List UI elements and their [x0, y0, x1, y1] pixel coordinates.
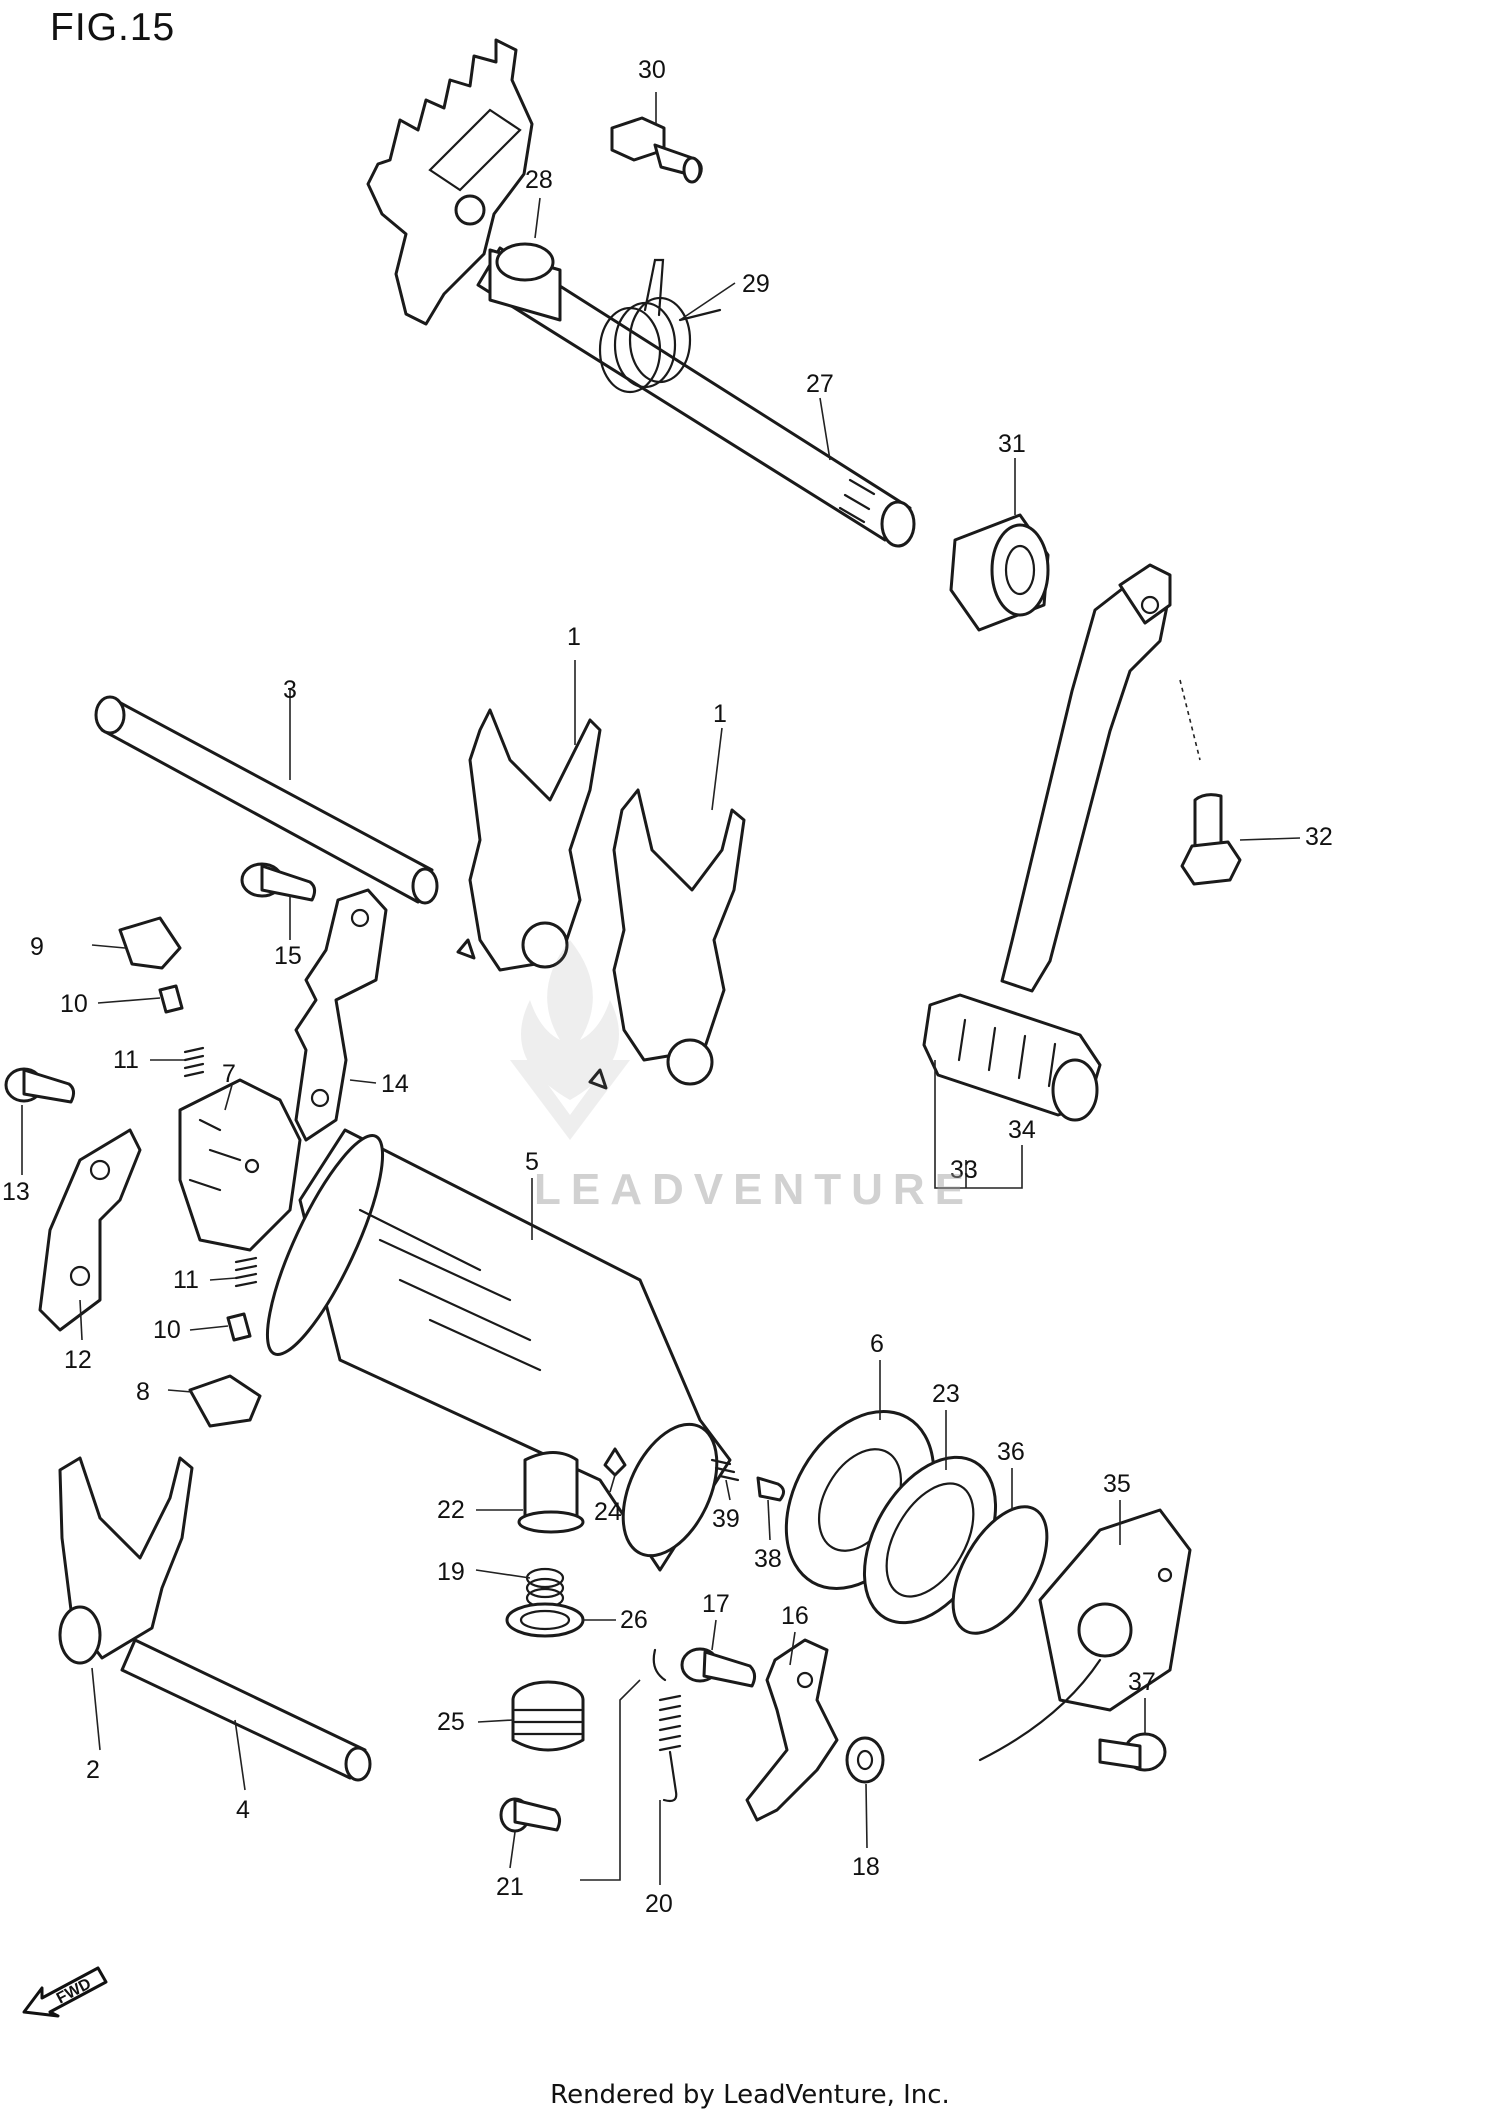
part-11-spring-lower[interactable]: [234, 1256, 258, 1288]
callout-15: 15: [274, 942, 302, 970]
part-4-fork-shaft[interactable]: [120, 1638, 372, 1782]
part-16-stopper-arm[interactable]: [745, 1638, 839, 1822]
callout-35: 35: [1103, 1470, 1131, 1498]
callout-24: 24: [594, 1498, 622, 1526]
part-9-cam-stopper[interactable]: [118, 916, 182, 970]
part-10-pin-lower[interactable]: [226, 1312, 252, 1342]
part-39-spring[interactable]: [710, 1458, 740, 1482]
callout-12: 12: [64, 1346, 92, 1374]
part-32-bolt[interactable]: [1180, 793, 1242, 886]
callout-22: 22: [437, 1496, 465, 1524]
callout-38: 38: [754, 1545, 782, 1573]
part-35-sensor[interactable]: [978, 1508, 1192, 1762]
callout-28: 28: [525, 166, 553, 194]
callout-29: 29: [742, 270, 770, 298]
callout-39: 39: [712, 1505, 740, 1533]
part-2-shift-fork-c[interactable]: [58, 1456, 194, 1665]
part-18-washer[interactable]: [845, 1736, 885, 1784]
callout-20: 20: [645, 1890, 673, 1918]
footer-credit: Rendered by LeadVenture, Inc.: [550, 2080, 950, 2110]
callout-3: 3: [283, 676, 297, 704]
part-13-bolt[interactable]: [4, 1067, 76, 1104]
callout-21: 21: [496, 1873, 524, 1901]
watermark-text: LEADVENTURE: [533, 1165, 975, 1214]
callout-14: 14: [381, 1070, 409, 1098]
part-21-bolt[interactable]: [499, 1797, 562, 1833]
callout-18: 18: [852, 1853, 880, 1881]
callout-labels: 30 28 29 27 31 32 1 1 3 15 14 9 10 11 7 …: [2, 56, 1333, 1918]
figure-title: FIG.15: [50, 6, 176, 49]
callout-6: 6: [870, 1330, 884, 1358]
callout-11-a: 11: [113, 1046, 139, 1074]
part-29-return-spring[interactable]: [598, 258, 722, 394]
part-8-cam-stopper[interactable]: [188, 1374, 262, 1428]
part-27-shift-shaft[interactable]: [476, 242, 916, 548]
fwd-arrow-icon: FWD: [22, 1966, 108, 2018]
part-19-spring[interactable]: [525, 1567, 565, 1609]
part-28-shift-arm[interactable]: [366, 38, 534, 326]
callout-30: 30: [638, 56, 666, 84]
callout-26: 26: [620, 1606, 648, 1634]
part-26-gasket[interactable]: [505, 1602, 585, 1638]
part-10-pin-upper[interactable]: [158, 984, 184, 1014]
part-3-fork-shaft[interactable]: [94, 695, 439, 905]
callout-31: 31: [998, 430, 1026, 458]
part-12-cam-plate[interactable]: [38, 1128, 142, 1332]
callout-13: 13: [2, 1178, 30, 1206]
callout-19: 19: [437, 1558, 465, 1586]
part-37-screw[interactable]: [1098, 1732, 1167, 1772]
part-11-spring-upper[interactable]: [183, 1046, 205, 1078]
leader-lines: [21, 92, 1301, 1885]
part-17-bolt[interactable]: [680, 1647, 757, 1688]
part-7-cam-driven-gear[interactable]: [178, 1078, 302, 1252]
callout-1-b: 1: [713, 700, 727, 728]
callout-37: 37: [1128, 1668, 1156, 1696]
callout-11-b: 11: [173, 1266, 199, 1294]
callout-34: 34: [1008, 1116, 1036, 1144]
part-15-bolt[interactable]: [240, 862, 317, 902]
callout-4: 4: [236, 1796, 250, 1824]
part-30-bolt[interactable]: [610, 116, 703, 184]
callout-23: 23: [932, 1380, 960, 1408]
callout-5: 5: [525, 1148, 539, 1176]
part-34-lever-rubber[interactable]: [922, 993, 1102, 1122]
callout-9: 9: [30, 933, 44, 961]
part-1-shift-fork-b[interactable]: [588, 788, 746, 1090]
part-33-shift-lever[interactable]: [1000, 563, 1172, 993]
part-24-pin[interactable]: [603, 1447, 627, 1477]
part-36-o-ring[interactable]: [934, 1491, 1066, 1648]
part-25-plug[interactable]: [511, 1680, 585, 1752]
callout-8: 8: [136, 1378, 150, 1406]
callout-36: 36: [997, 1438, 1025, 1466]
part-38-pin[interactable]: [756, 1476, 785, 1502]
part-1-shift-fork-a[interactable]: [456, 708, 602, 972]
part-14-stopper-plate[interactable]: [294, 888, 388, 1142]
callout-10-a: 10: [60, 990, 88, 1018]
leadventure-watermark-logo: [510, 940, 630, 1140]
callout-27: 27: [806, 370, 834, 398]
callout-17: 17: [702, 1590, 730, 1618]
part-22-neutral-switch[interactable]: [517, 1451, 585, 1534]
part-31-oil-seal[interactable]: [949, 513, 1050, 632]
callout-7: 7: [222, 1060, 236, 1088]
part-20-spring[interactable]: [652, 1648, 682, 1803]
callout-33: 33: [950, 1156, 978, 1184]
callout-1-a: 1: [567, 623, 581, 651]
callout-32: 32: [1305, 823, 1333, 851]
callout-16: 16: [781, 1602, 809, 1630]
callout-2: 2: [86, 1756, 100, 1784]
callout-25: 25: [437, 1708, 465, 1736]
callout-10-b: 10: [153, 1316, 181, 1344]
